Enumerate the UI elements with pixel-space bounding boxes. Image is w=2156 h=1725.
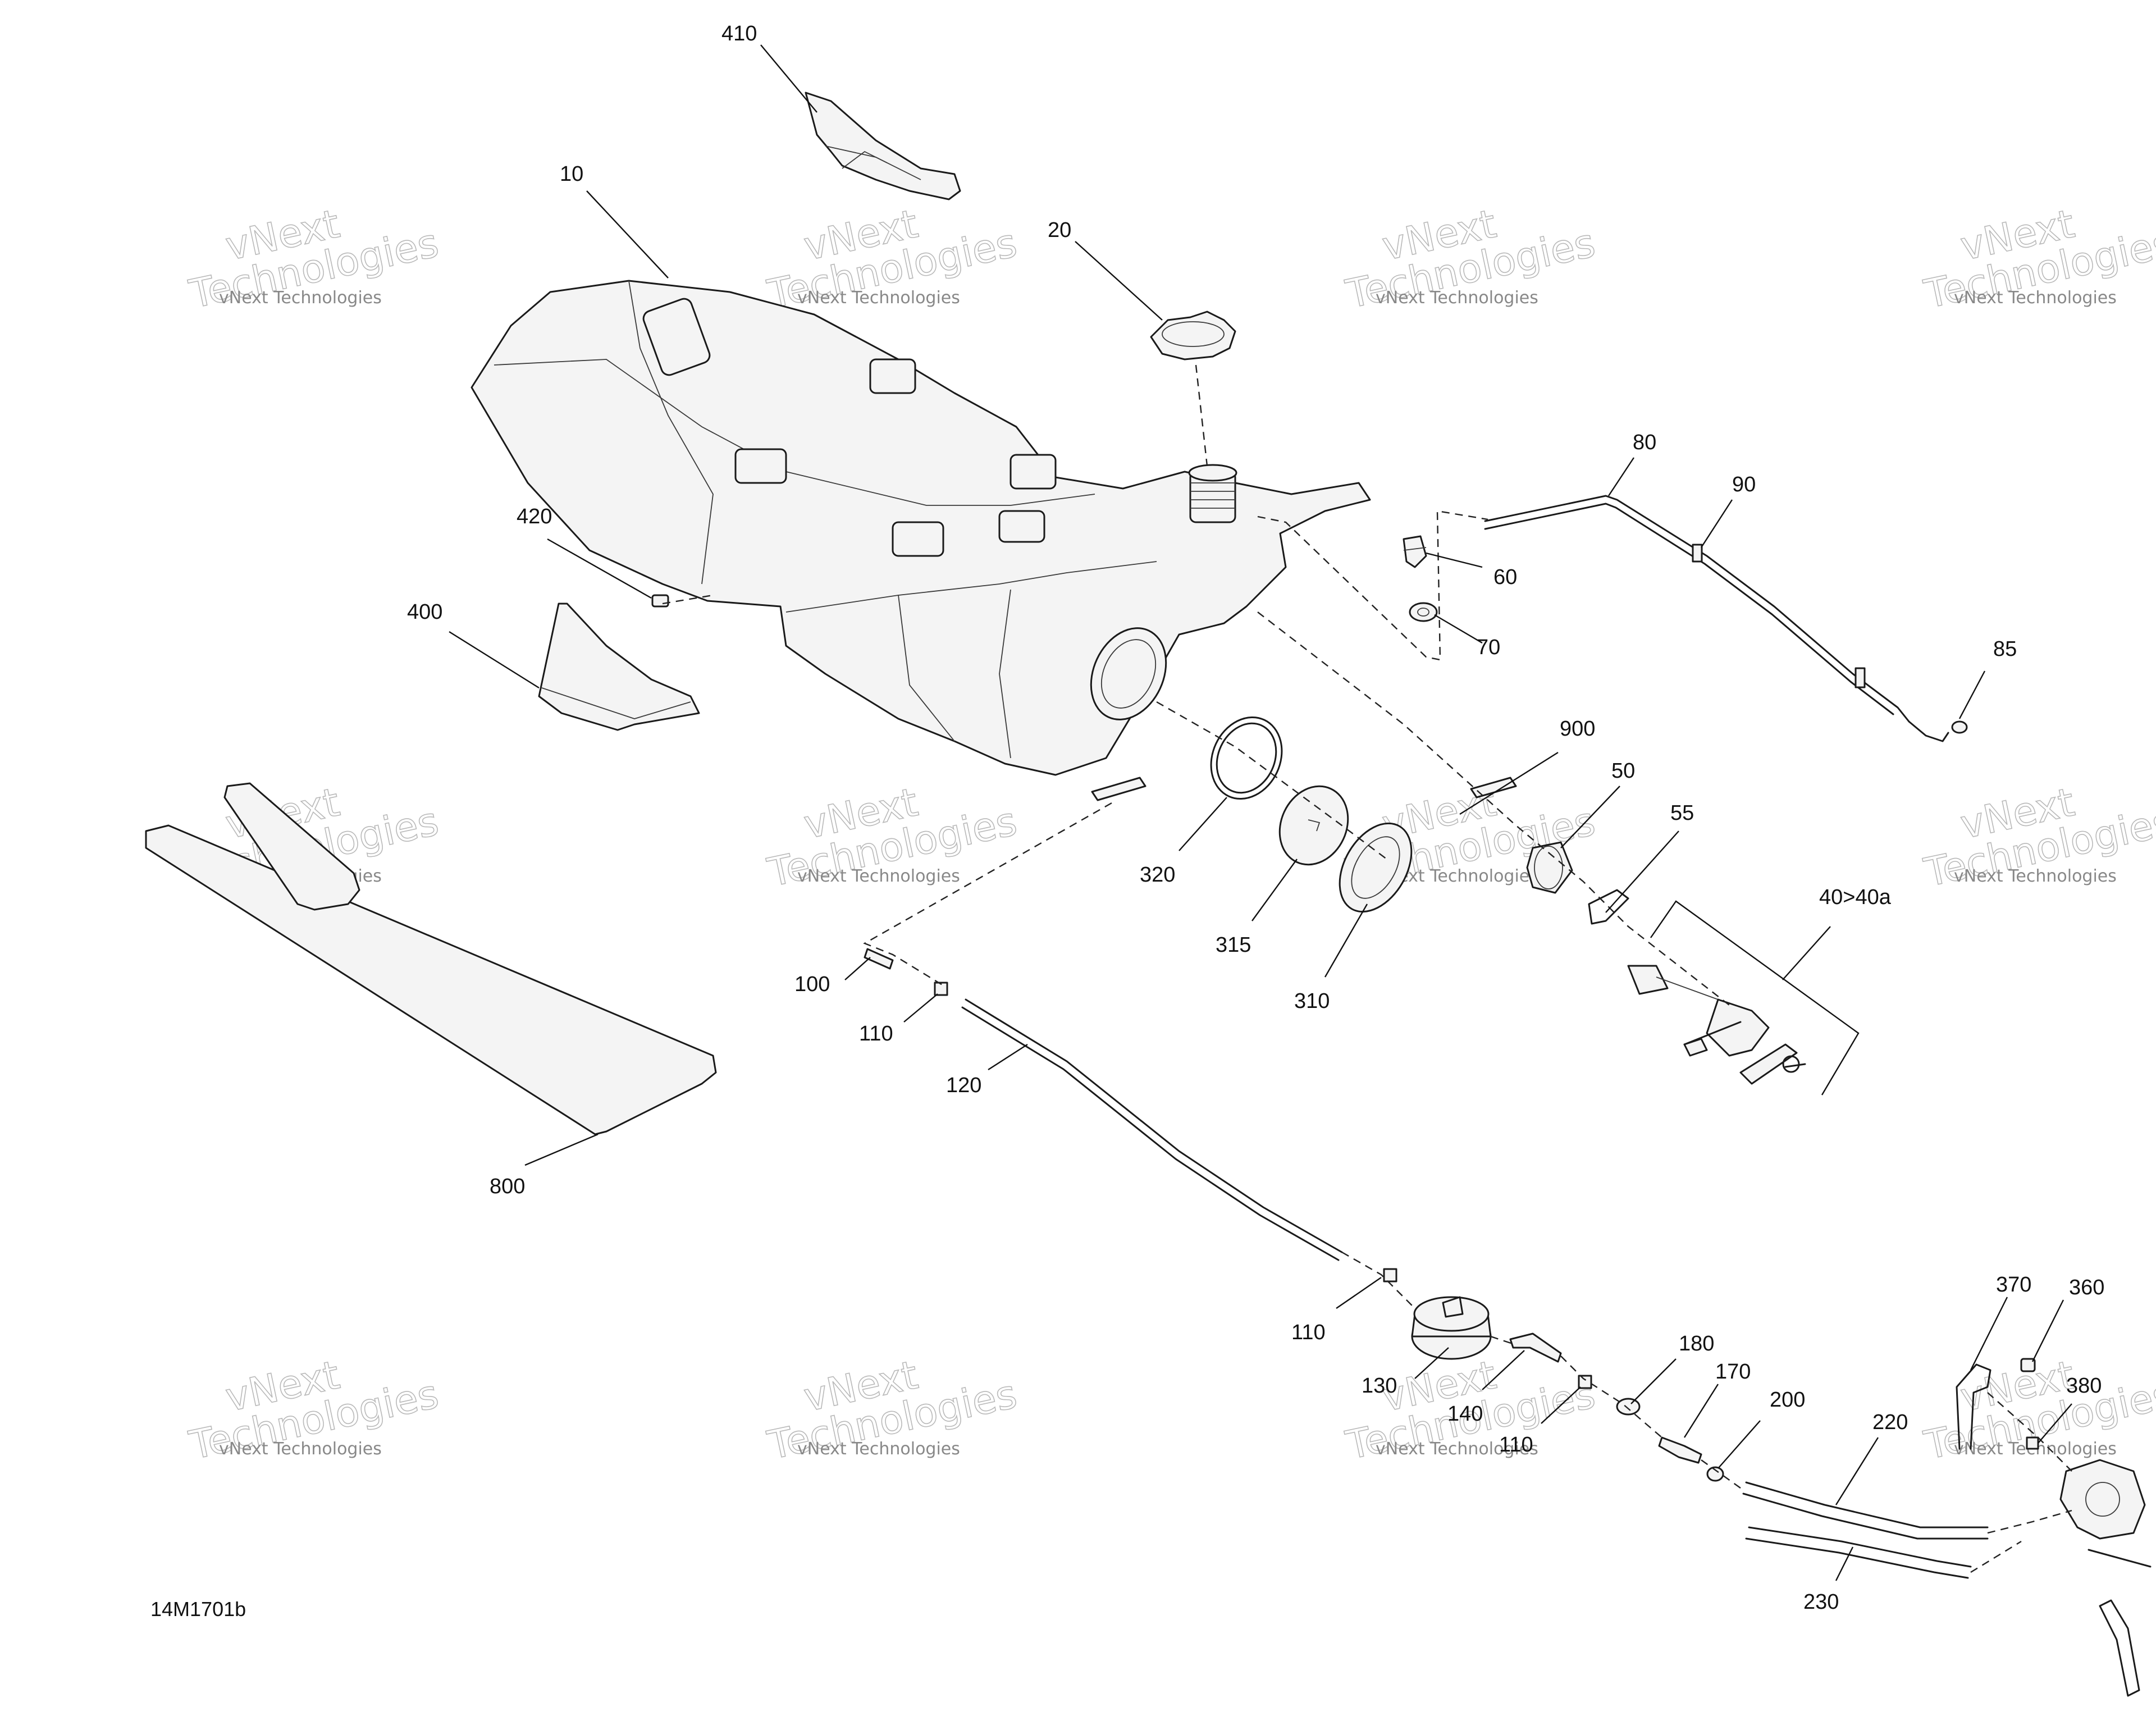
callout-80: 80 — [1633, 431, 1656, 454]
fuel-pump-body — [2059, 1459, 2152, 1697]
callout-60: 60 — [1493, 565, 1517, 589]
callout-230: 230 — [1803, 1590, 1839, 1614]
callout-70: 70 — [1477, 636, 1500, 659]
svg-text:vNext Technologies: vNext Technologies — [219, 1439, 382, 1459]
callout-110: 110 — [859, 1022, 893, 1046]
callout-10: 10 — [560, 162, 583, 186]
callout-170: 170 — [1715, 1360, 1751, 1384]
callout-320: 320 — [1140, 863, 1175, 887]
part-80-vent-line — [1484, 495, 1949, 742]
part-100-fitting — [864, 948, 894, 970]
part-200-washer — [1706, 1466, 1724, 1482]
callout-20: 20 — [1048, 218, 1071, 242]
part-90-clip — [1692, 544, 1866, 688]
part-110-clamp-c — [1578, 1375, 1592, 1389]
callout-90: 90 — [1732, 473, 1756, 496]
part-85-cap — [1951, 720, 1968, 734]
callout-120: 120 — [946, 1074, 981, 1097]
part-10-fuel-tank — [471, 280, 1371, 776]
part-800-pad — [145, 782, 717, 1135]
callout-40-40a: 40>40a — [1819, 886, 1892, 909]
part-110-clamp-b — [1383, 1268, 1397, 1283]
assembly-bracket — [1650, 900, 1860, 1096]
callout-370: 370 — [1996, 1273, 2031, 1297]
watermark: vNext Technologies vNext Technologies — [763, 1351, 1021, 1469]
svg-text:vNext Technologies: vNext Technologies — [797, 288, 960, 308]
callout-50: 50 — [1611, 759, 1635, 783]
part-40-fuel-pump-assembly — [1627, 965, 1806, 1085]
callout-labels: 410 10 20 80 90 60 70 85 420 400 900 50 … — [407, 22, 2104, 1614]
part-55-clamp — [1588, 889, 1629, 925]
part-180-washer — [1616, 1398, 1641, 1416]
callout-140: 140 — [1447, 1402, 1483, 1426]
part-140-connector — [1509, 1332, 1562, 1363]
part-400-shield — [538, 603, 700, 731]
callout-360: 360 — [2069, 1276, 2104, 1299]
callout-85: 85 — [1993, 637, 2017, 661]
svg-text:vNext Technologies: vNext Technologies — [1376, 288, 1538, 308]
part-220-hose — [1742, 1481, 1989, 1540]
callout-900: 900 — [1560, 717, 1595, 741]
callout-310: 310 — [1294, 989, 1330, 1013]
callout-100: 100 — [794, 973, 830, 996]
callout-410: 410 — [721, 22, 757, 45]
callout-800: 800 — [490, 1175, 525, 1198]
part-50-fitting — [1526, 841, 1573, 894]
callout-315: 315 — [1216, 933, 1251, 957]
part-20-fuel-cap — [1150, 311, 1236, 360]
watermark: vNext Technologies vNext Technologies — [1341, 200, 1599, 318]
leader-lines — [449, 44, 2072, 1581]
part-320-gasket — [1210, 716, 1283, 800]
callout-180: 180 — [1679, 1332, 1714, 1356]
callout-130: 130 — [1362, 1374, 1397, 1398]
part-130-filter — [1411, 1296, 1492, 1360]
watermark: vNext Technologies vNext Technologies — [1341, 1351, 1599, 1469]
part-230-hose — [1745, 1526, 1972, 1579]
callout-420: 420 — [517, 505, 552, 528]
svg-text:vNext Technologies: vNext Technologies — [797, 866, 960, 886]
callout-400: 400 — [407, 600, 442, 624]
part-410-heat-shield — [805, 92, 961, 200]
assembly-lines — [662, 364, 2072, 1573]
callout-220: 220 — [1872, 1411, 1908, 1434]
watermark: vNext Technologies vNext Technologies — [1920, 778, 2156, 896]
part-70-washer — [1409, 602, 1438, 622]
diagram-code: 14M1701b — [150, 1598, 246, 1621]
part-380-fitting — [2026, 1436, 2039, 1450]
svg-text:vNext Technologies: vNext Technologies — [1954, 866, 2117, 886]
watermark: vNext Technologies vNext Technologies — [185, 200, 442, 318]
callout-380: 380 — [2066, 1374, 2102, 1398]
watermark: vNext Technologies vNext Technologies — [185, 1351, 442, 1469]
part-170-fitting — [1658, 1436, 1702, 1464]
watermarks: vNext Technologies vNext Technologies vN… — [185, 200, 2156, 1469]
svg-text:vNext Technologies: vNext Technologies — [219, 288, 382, 308]
part-60-valve — [1403, 535, 1427, 568]
callout-200: 200 — [1770, 1388, 1805, 1412]
part-900-label — [1091, 777, 1517, 801]
part-110-clamp — [934, 982, 948, 996]
part-370-hose — [1956, 1363, 1991, 1450]
svg-text:vNext Technologies: vNext Technologies — [797, 1439, 960, 1459]
watermark: vNext Technologies vNext Technologies — [1920, 200, 2156, 318]
part-360-clamp — [2020, 1358, 2036, 1372]
svg-text:vNext Technologies: vNext Technologies — [1954, 288, 2117, 308]
part-120-hose — [961, 998, 1343, 1261]
svg-text:vNext Technologies: vNext Technologies — [1376, 1439, 1538, 1459]
watermark: vNext Technologies vNext Technologies — [763, 778, 1021, 896]
part-310-lock-ring — [1339, 822, 1413, 913]
part-315-plate — [1278, 785, 1349, 866]
watermark: vNext Technologies vNext Technologies — [1920, 1351, 2156, 1469]
callout-110-b: 110 — [1291, 1321, 1326, 1344]
part-420-clip — [651, 594, 669, 608]
callout-110-c: 110 — [1499, 1433, 1533, 1457]
callout-55: 55 — [1670, 801, 1694, 825]
